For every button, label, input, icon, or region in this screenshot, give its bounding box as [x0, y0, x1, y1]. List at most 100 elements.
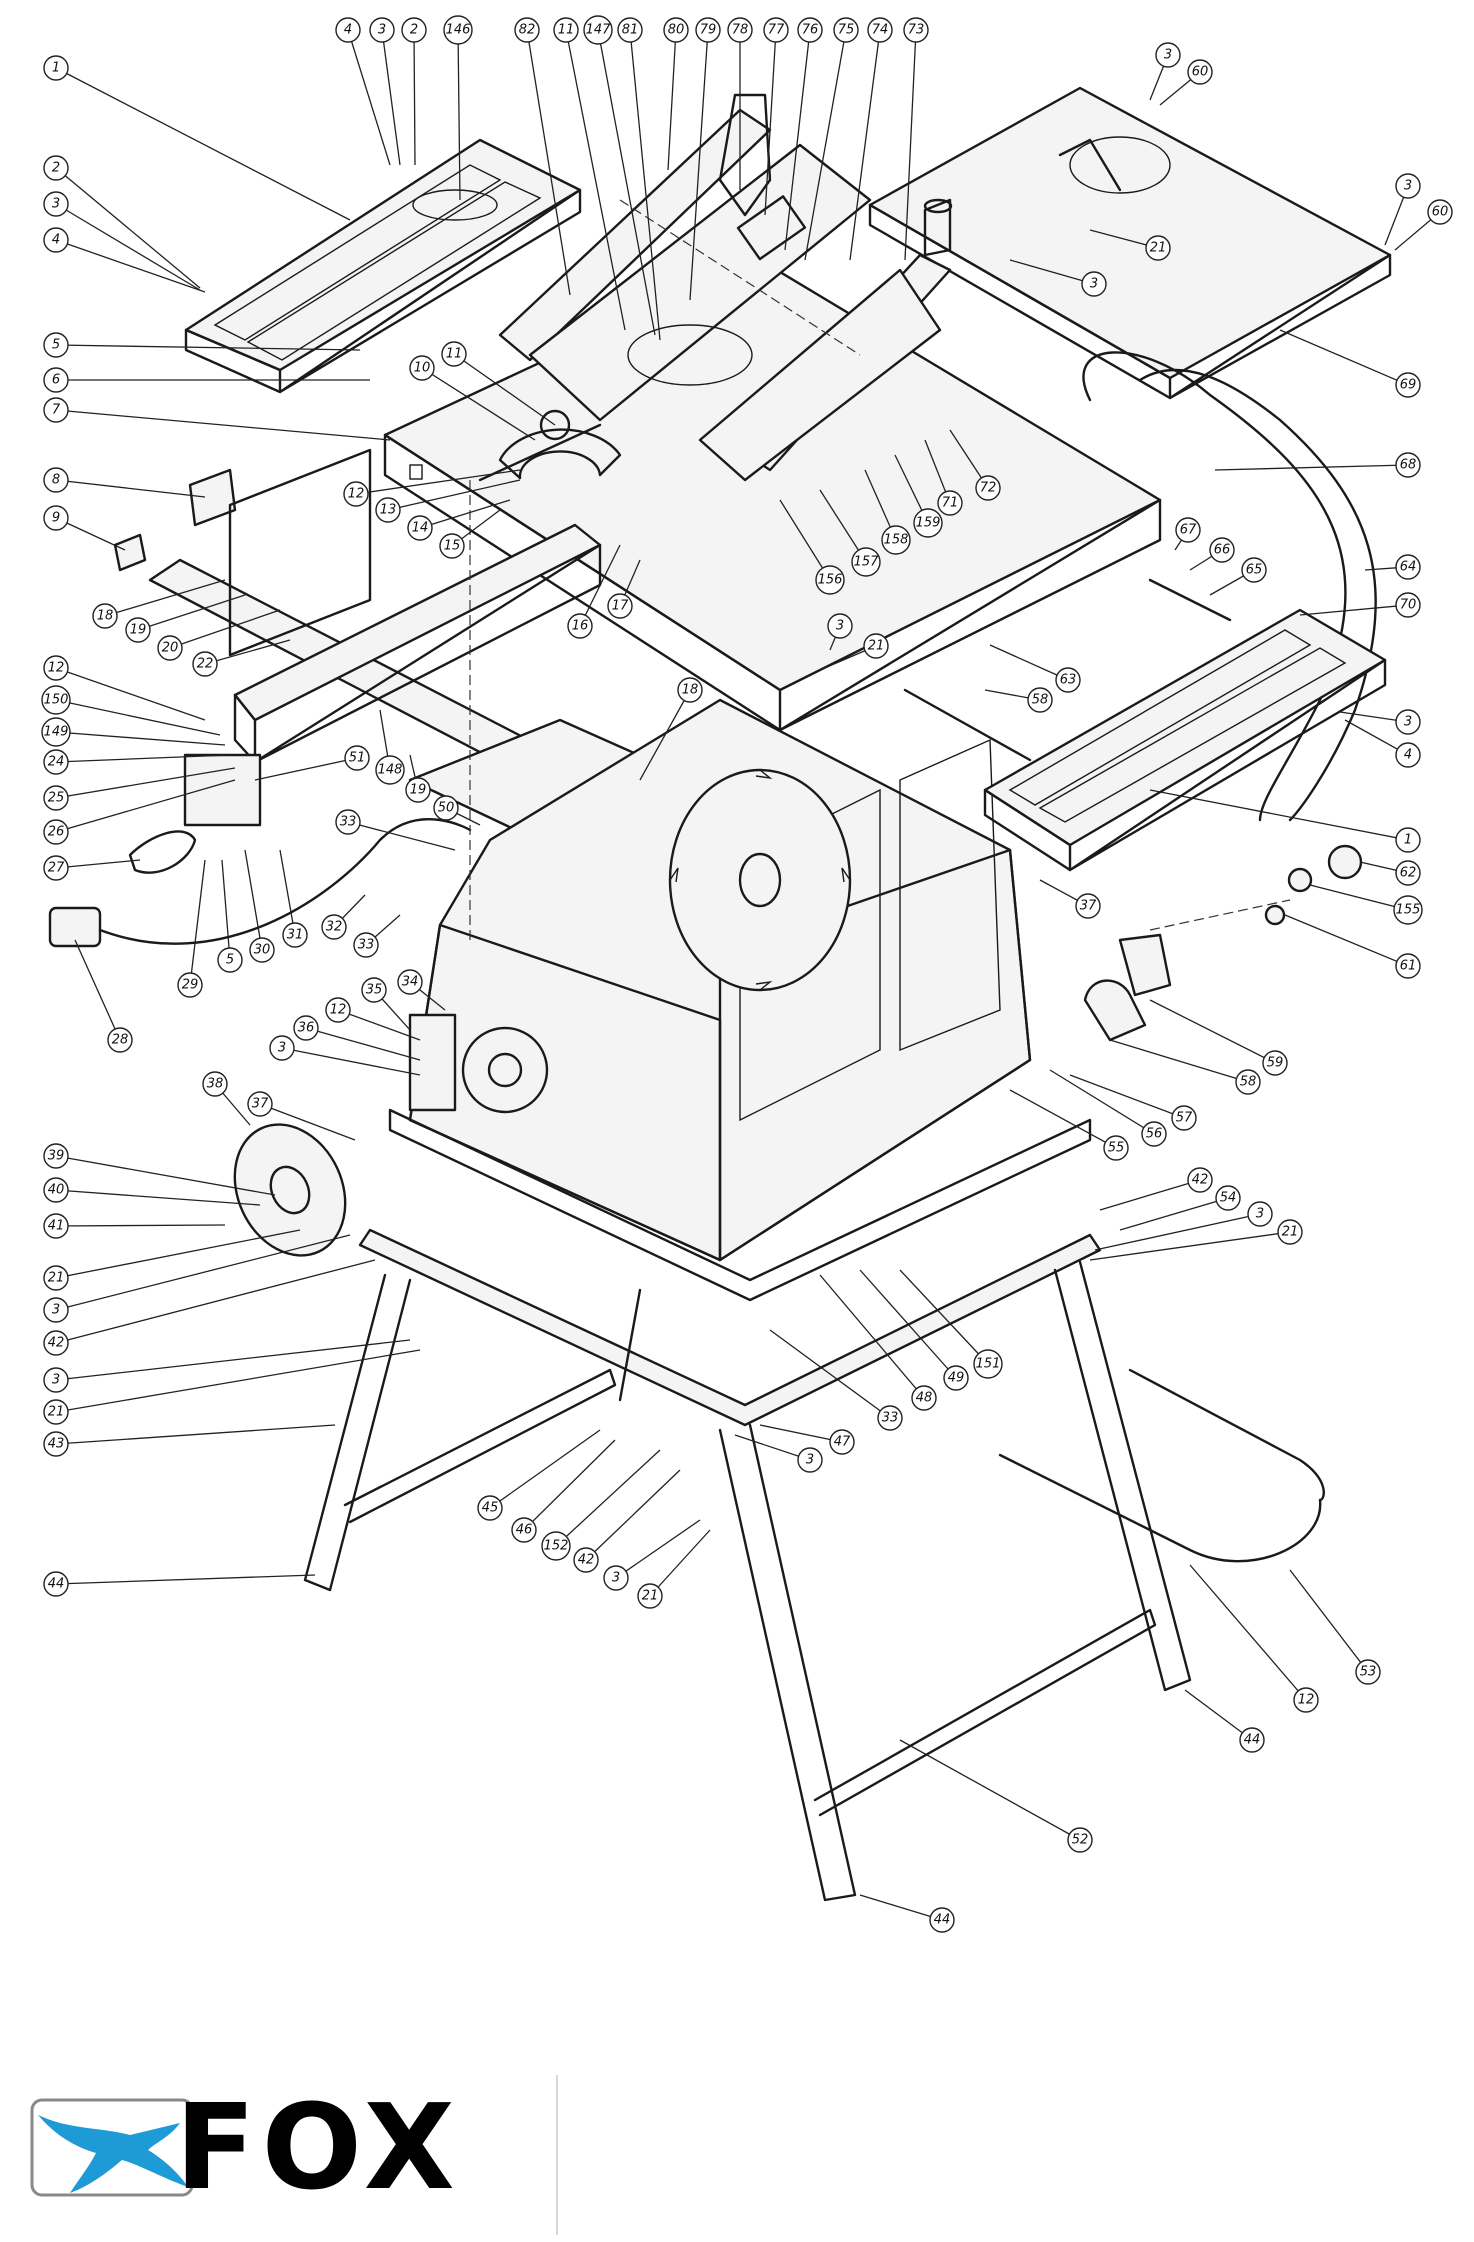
part-callout-149: 149 — [41, 717, 71, 747]
callout-number: 9 — [52, 511, 60, 526]
part-callout-48: 48 — [911, 1385, 937, 1411]
leader-line — [689, 29, 709, 301]
callout-number: 16 — [572, 619, 589, 634]
callout-bubble — [375, 497, 401, 523]
callout-bubble — [43, 855, 69, 881]
part-callout-156: 156 — [815, 565, 845, 595]
part-callout-37: 37 — [1075, 893, 1101, 919]
leader-line — [55, 667, 206, 721]
callout-bubble — [43, 1330, 69, 1356]
leader-line — [734, 1434, 811, 1461]
callout-bubble — [43, 1265, 69, 1291]
callout-bubble — [541, 1531, 571, 1561]
part-callout-21: 21 — [863, 633, 889, 659]
callout-bubble — [829, 1429, 855, 1455]
leader-line — [55, 859, 141, 869]
part-callout-10: 10 — [409, 355, 435, 381]
leader-line — [55, 1189, 261, 1206]
callout-number: 21 — [642, 1589, 659, 1604]
part-callout-146: 146 — [443, 15, 473, 45]
part-callout-52: 52 — [1067, 1827, 1093, 1853]
part-callout-32: 32 — [321, 914, 347, 940]
callout-number: 60 — [1192, 65, 1209, 80]
leader-line — [769, 1329, 891, 1419]
leader-line — [1289, 1569, 1369, 1673]
leader-line — [453, 353, 556, 426]
callout-number: 78 — [732, 23, 749, 38]
callout-number: 56 — [1146, 1127, 1163, 1142]
callout-bubble — [863, 633, 889, 659]
callout-bubble — [1239, 1727, 1265, 1753]
bevel-handwheel — [408, 1013, 549, 1114]
leader-line — [989, 644, 1069, 681]
part-callout-39: 39 — [43, 1143, 69, 1169]
part-callout-69: 69 — [1395, 372, 1421, 398]
callout-bubble — [1081, 271, 1107, 297]
callout-bubble — [1395, 742, 1421, 768]
callout-number: 61 — [1400, 959, 1417, 974]
part-callout-4: 4 — [335, 17, 361, 43]
callout-number: 3 — [1256, 1207, 1264, 1222]
part-callout-47: 47 — [829, 1429, 855, 1455]
callout-number: 15 — [444, 539, 461, 554]
leader-line — [1109, 1039, 1249, 1083]
callout-number: 63 — [1060, 673, 1077, 688]
callout-number: 13 — [380, 503, 397, 518]
leader-line — [337, 1009, 421, 1041]
leader-line — [221, 859, 231, 961]
leader-line — [859, 1269, 957, 1379]
part-callout-26: 26 — [43, 819, 69, 845]
callout-number: 51 — [349, 751, 366, 766]
part-callout-155: 155 — [1393, 895, 1423, 925]
callout-bubble — [637, 1583, 663, 1609]
part-callout-3: 3 — [1247, 1201, 1273, 1227]
callout-bubble — [361, 977, 387, 1003]
callout-number: 3 — [836, 619, 844, 634]
part-callout-42: 42 — [1187, 1167, 1213, 1193]
power-cord — [48, 818, 472, 948]
part-callout-21: 21 — [1277, 1219, 1303, 1245]
leader-line — [629, 29, 661, 341]
part-callout-159: 159 — [913, 508, 943, 538]
part-callout-51: 51 — [344, 745, 370, 771]
callout-bubble — [335, 17, 361, 43]
part-callout-12: 12 — [43, 655, 69, 681]
leader-line — [55, 1574, 316, 1585]
callout-number: 19 — [130, 623, 147, 638]
part-callout-61: 61 — [1395, 953, 1421, 979]
callout-number: 17 — [612, 599, 629, 614]
part-callout-20: 20 — [157, 635, 183, 661]
leader-line — [55, 1234, 351, 1311]
leader-line — [55, 67, 351, 221]
leader-line — [1069, 1074, 1185, 1119]
leader-line — [1049, 1069, 1155, 1135]
callout-bubble — [41, 717, 71, 747]
callout-bubble — [43, 467, 69, 493]
callout-bubble — [943, 1365, 969, 1391]
callout-bubble — [1395, 452, 1421, 478]
callout-number: 66 — [1214, 543, 1231, 558]
part-callout-4: 4 — [1395, 742, 1421, 768]
callout-bubble — [43, 1367, 69, 1393]
part-callout-28: 28 — [107, 1027, 133, 1053]
leader-line — [279, 849, 296, 936]
callout-bubble — [43, 1297, 69, 1323]
callout-bubble — [43, 1213, 69, 1239]
callout-number: 21 — [868, 639, 885, 654]
part-callout-151: 151 — [973, 1349, 1003, 1379]
callout-number: 21 — [48, 1405, 65, 1420]
callout-bubble — [157, 635, 183, 661]
part-callout-40: 40 — [43, 1177, 69, 1203]
callout-bubble — [375, 755, 405, 785]
callout-number: 65 — [1246, 563, 1263, 578]
callout-number: 52 — [1072, 1833, 1089, 1848]
callout-number: 8 — [52, 473, 60, 488]
part-callout-22: 22 — [192, 651, 218, 677]
callout-bubble — [43, 155, 69, 181]
callout-number: 43 — [48, 1437, 65, 1452]
leader-line — [1149, 789, 1409, 841]
part-callout-35: 35 — [361, 977, 387, 1003]
callout-number: 36 — [298, 1021, 315, 1036]
leader-line — [819, 1274, 925, 1399]
